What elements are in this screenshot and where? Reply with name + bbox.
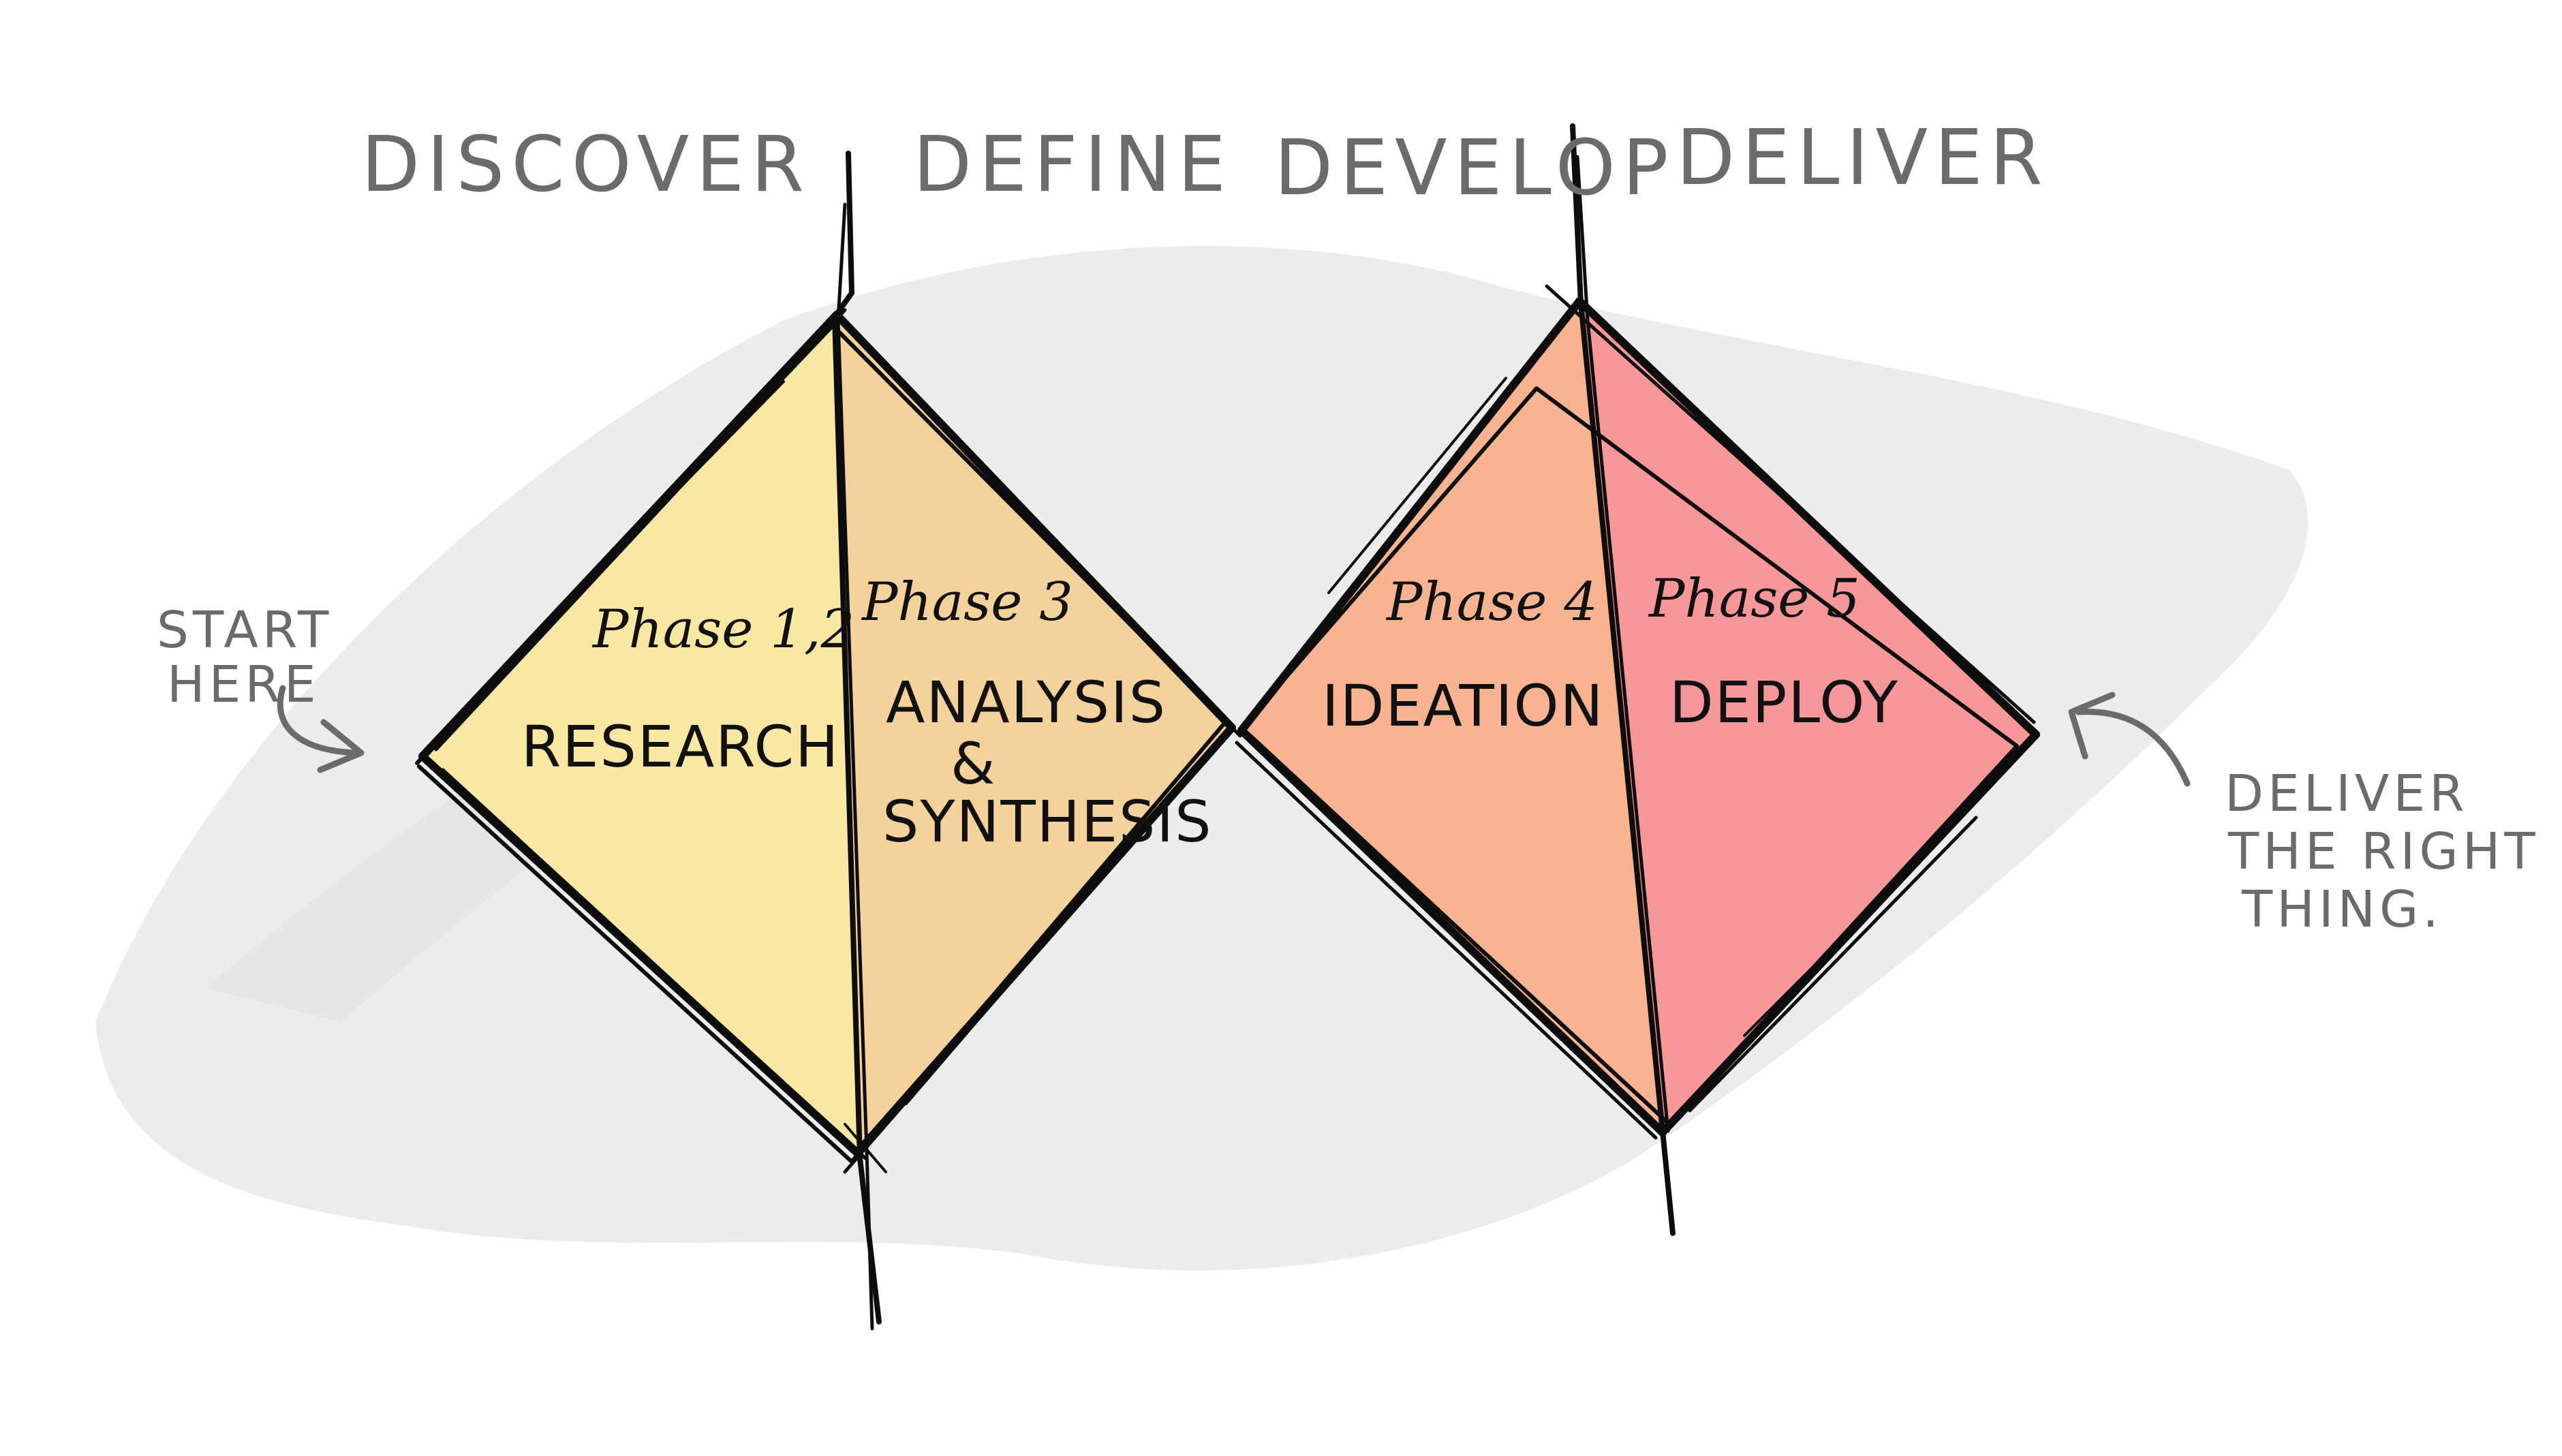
start-note-line1: START (157, 601, 333, 660)
phase-label-3: Phase 3 (861, 572, 1073, 633)
quadrant-fill-ideation (1240, 303, 1663, 1131)
phase-label-4: Phase 4 (1385, 572, 1598, 633)
heading-discover: DISCOVER (361, 121, 811, 209)
end-note-line3: THING. (2241, 880, 2443, 939)
end-note-line2: THE RIGHT (2227, 822, 2540, 881)
quadrant-fill-deploy (1581, 303, 2037, 1131)
quadrant-fill-analysis (835, 317, 1233, 1151)
phase-label-5: Phase 5 (1648, 568, 1860, 630)
heading-deliver: DELIVER (1676, 114, 2050, 202)
end-arrow-icon (2068, 692, 2191, 787)
activity-ampersand: & (951, 730, 997, 797)
end-note-line1: DELIVER (2225, 764, 2469, 823)
activity-analysis: ANALYSIS (886, 669, 1167, 736)
heading-define: DEFINE (913, 121, 1233, 209)
divider-line-deliver (1570, 123, 1676, 1236)
activity-research: RESEARCH (521, 713, 839, 780)
heading-develop: DEVELOP (1274, 124, 1676, 213)
start-arrow-icon (277, 685, 365, 773)
activity-synthesis: SYNTHESIS (882, 788, 1212, 855)
phase-label-1-2: Phase 1,2 (591, 599, 854, 660)
second-diamond-outline (1235, 284, 2040, 1140)
quadrant-fill-research (422, 317, 859, 1151)
activity-deploy: DEPLOY (1669, 669, 1899, 736)
divider-line-define (832, 151, 882, 1331)
start-note-line2: HERE (167, 655, 320, 714)
activity-ideation: IDEATION (1322, 672, 1605, 739)
